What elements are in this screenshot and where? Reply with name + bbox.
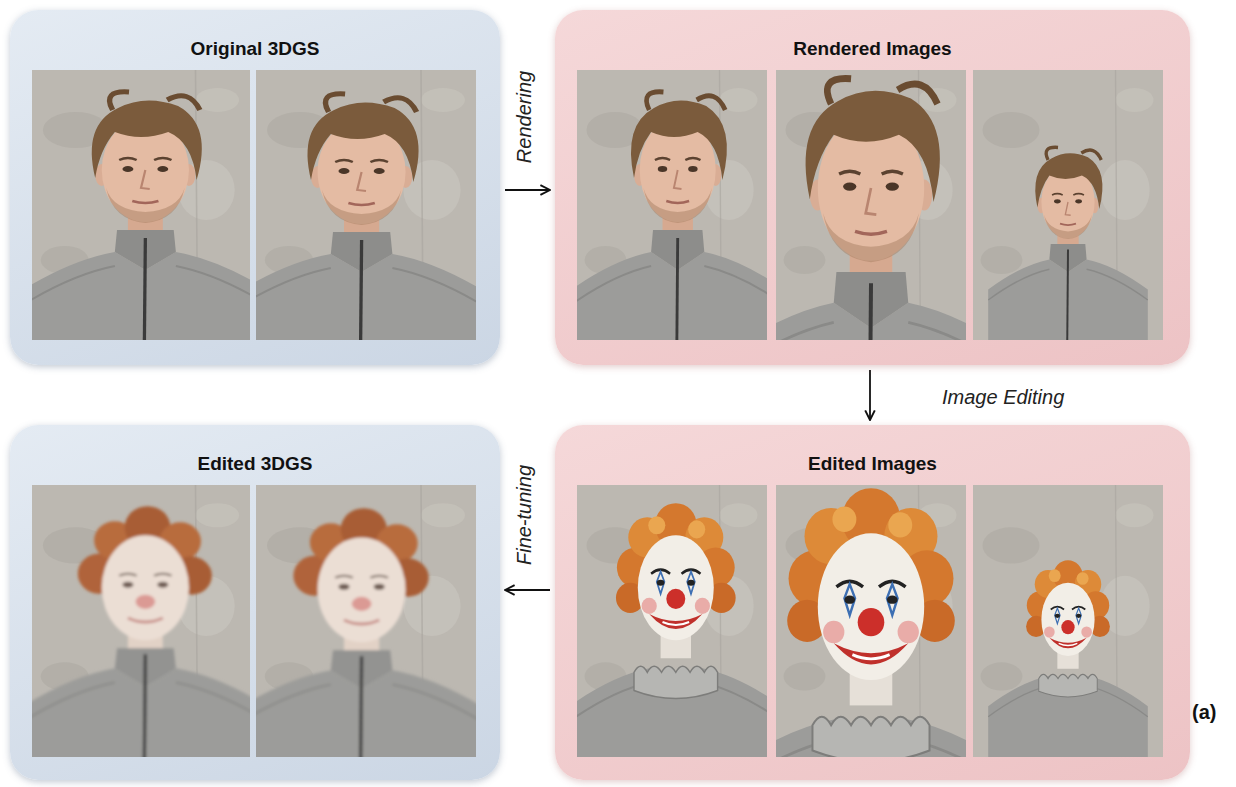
photo-strip bbox=[10, 70, 500, 342]
step-label: Image Editing bbox=[942, 385, 1064, 409]
photo-strip bbox=[555, 485, 1190, 757]
panel-title: Original 3DGS bbox=[10, 10, 500, 61]
panel-box: Original 3DGS bbox=[10, 10, 500, 365]
photo-strip bbox=[555, 70, 1190, 342]
panel-title: Edited 3DGS bbox=[10, 425, 500, 476]
step-label: Rendering bbox=[512, 71, 536, 163]
panel-title: Edited Images bbox=[555, 425, 1190, 476]
step-label: Fine-tuning bbox=[512, 465, 536, 565]
flow-arrow bbox=[505, 189, 550, 191]
panel-box: Edited Images bbox=[555, 425, 1190, 780]
panel-title: Rendered Images bbox=[555, 10, 1190, 61]
photo-strip bbox=[10, 485, 500, 757]
panel-box: Rendered Images bbox=[555, 10, 1190, 365]
flow-arrow bbox=[505, 589, 550, 591]
panel-tag: (a) bbox=[1192, 700, 1216, 724]
flow-arrow bbox=[869, 370, 871, 420]
panel-box: Edited 3DGS bbox=[10, 425, 500, 780]
